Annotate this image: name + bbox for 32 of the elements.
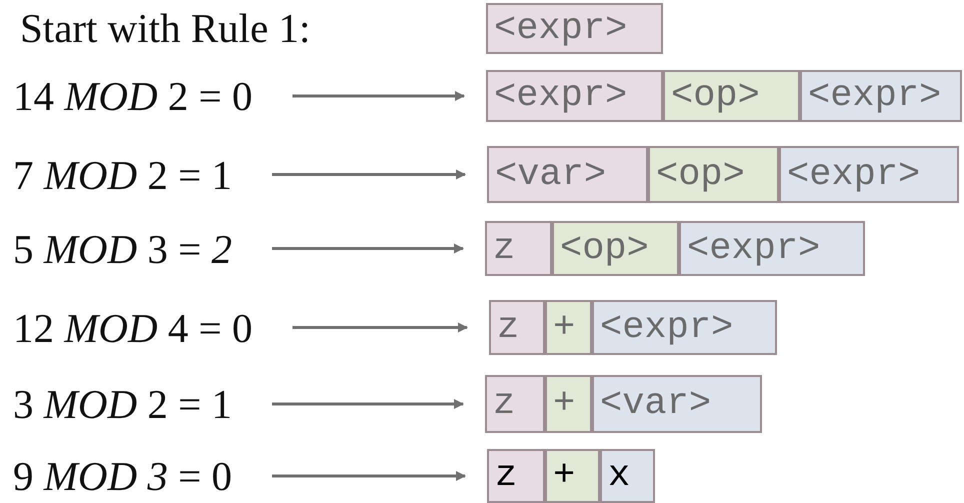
arrow (272, 471, 466, 481)
grammar-cell: <op> (648, 146, 779, 203)
arrow (292, 91, 465, 101)
grammar-cell: <expr> (486, 3, 663, 54)
heading-text: Start with Rule 1: (20, 5, 310, 51)
grammar-cell: z (489, 300, 545, 355)
equation-text: 9 MOD 3 = 0 (13, 453, 232, 499)
grammar-cell: <expr> (800, 70, 962, 122)
grammar-cell: <expr> (679, 221, 865, 276)
equation-text: 12 MOD 4 = 0 (13, 304, 252, 350)
grammar-cell: z (487, 449, 545, 503)
grammar-cell: + (545, 375, 592, 433)
grammar-cell: <op> (552, 221, 679, 276)
equation-text: 14 MOD 2 = 0 (13, 73, 252, 119)
grammar-cell: <var> (592, 375, 762, 433)
grammar-cell: <op> (663, 70, 800, 122)
grammar-cell: <expr> (779, 146, 959, 203)
equation-text: 3 MOD 2 = 1 (13, 381, 232, 427)
grammar-cell: + (545, 300, 592, 355)
equation-text: 5 MOD 3 = 2 (13, 226, 232, 272)
arrow (272, 244, 464, 254)
grammar-cell: <var> (487, 146, 648, 203)
grammar-cell: z (485, 221, 552, 276)
grammar-cell: <expr> (592, 300, 777, 355)
grammar-cell: z (485, 375, 545, 433)
equation-text: 7 MOD 2 = 1 (13, 152, 232, 198)
arrow (292, 322, 468, 332)
grammar-cell: + (545, 449, 600, 503)
arrow (272, 399, 464, 409)
arrow (272, 170, 466, 180)
grammar-cell: x (600, 449, 655, 503)
grammar-cell: <expr> (486, 70, 663, 122)
